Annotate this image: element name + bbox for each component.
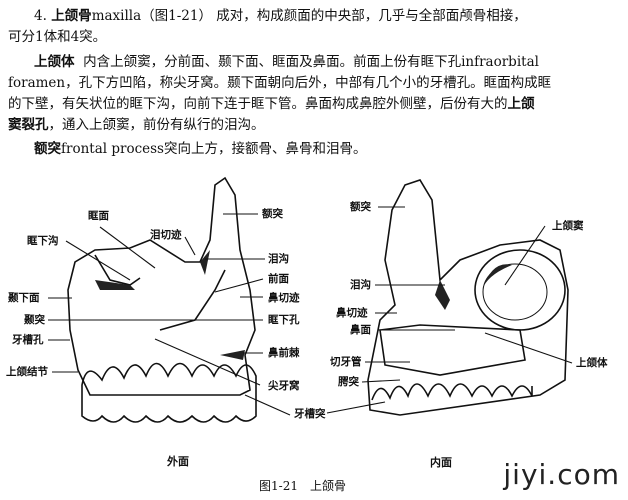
p2-text-1: 内含上颌窦，分前面、颞下面、眶面及鼻面。前面上份有眶下孔infraorbital [83,54,539,70]
p2-line4: 窦裂孔，通入上颌窦，前份有纵行的泪沟。 [8,113,265,133]
caption-medial-view: 内面 [430,456,452,469]
figure-caption: 图1-21 上颌骨 [259,479,346,493]
label-lacrimal-groove-left: 泪沟 [268,253,289,265]
label-orbital-surface: 眶面 [88,210,109,222]
term-hiatus-a: 上颌 [507,96,535,112]
heading-rest: maxilla（图1-21） 成对，构成颜面的中央部，几乎与全部面颅骨相接， [91,8,527,24]
p2-text-4: ，通入上颌窦，前份有纵行的泪沟。 [48,117,265,133]
label-zygomatic-process: 颞突 [24,314,45,326]
term-hiatus-b: 窦裂孔 [8,117,49,133]
label-infratemporal-surface: 颞下面 [8,292,40,304]
label-anterior-surface: 前面 [268,273,289,285]
leader-lines [48,206,573,416]
term-body: 上颌体 [34,54,75,70]
p3-line: 额突frontal process突向上方，接额骨、鼻骨和泪骨。 [34,137,366,157]
p3-text: frontal process突向上方，接额骨、鼻骨和泪骨。 [61,141,367,157]
p2-line3: 的下壁，有矢状位的眶下沟，向前下连于眶下管。鼻面构成鼻腔外侧壁，后份有大的上颌 [8,92,535,112]
watermark: jiyi.com [503,458,620,491]
left-bone-shading [95,250,245,360]
label-incisive-canal: 切牙管 [330,356,362,368]
label-nasal-notch-right: 鼻切迹 [336,307,368,319]
term-frontal-process: 额突 [34,141,61,157]
label-nasal-surface: 鼻面 [350,324,371,336]
line-2: 可分1体和4突。 [8,29,107,45]
label-maxillary-body: 上颌体 [576,357,608,369]
section-number: 4. [34,8,47,24]
label-alveolar-process: 牙槽突 [294,408,326,420]
label-infraorbital-foramen: 眶下孔 [268,314,300,326]
label-frontal-process-left: 额突 [262,208,283,220]
caption-lateral-view: 外面 [167,455,189,468]
p2-text-3: 的下壁，有矢状位的眶下沟，向前下连于眶下管。鼻面构成鼻腔外侧壁，后份有大的 [8,96,508,112]
label-canine-fossa: 尖牙窝 [268,380,300,392]
p2-line1: 上颌体 内含上颌窦，分前面、颞下面、眶面及鼻面。前面上份有眶下孔infraorb… [34,50,539,70]
label-alveolar-foramina: 牙槽孔 [12,334,44,346]
heading-line: 4. 上颌骨maxilla（图1-21） 成对，构成颜面的中央部，几乎与全部面颅… [34,4,527,24]
label-anterior-nasal-spine: 鼻前棘 [268,347,300,359]
label-nasal-notch-left: 鼻切迹 [268,292,300,304]
label-maxillary-sinus: 上颌窦 [552,220,584,232]
p2-line2: foramen，孔下方凹陷，称尖牙窝。颞下面朝向后外，中部有几个小的牙槽孔。眶面… [8,75,552,91]
label-palatine-process: 腭突 [338,376,359,388]
label-lacrimal-notch: 泪切迹 [150,229,182,241]
label-lacrimal-groove-right: 泪沟 [350,279,371,291]
left-bone-outline [67,176,257,423]
label-frontal-process-right: 额突 [350,201,371,213]
label-infraorbital-groove: 眶下沟 [27,235,59,247]
term-maxilla: 上颌骨 [51,8,92,24]
label-maxillary-tuberosity: 上颌结节 [6,366,48,378]
right-bone-shading [435,264,512,310]
